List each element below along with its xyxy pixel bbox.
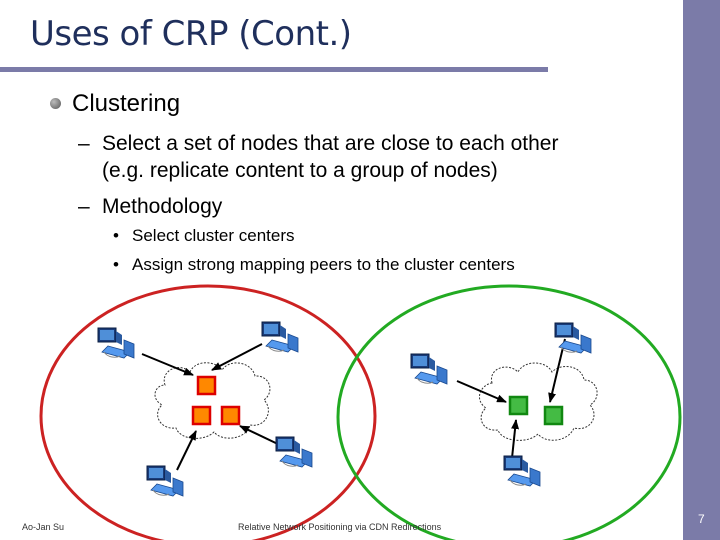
computer-icon <box>261 321 299 353</box>
arrow-peer-to-center <box>456 380 507 403</box>
footer-title: Relative Network Positioning via CDN Red… <box>238 522 442 532</box>
dash-marker: – <box>78 195 90 218</box>
subbullet-select-nodes-line1: Select a set of nodes that are close to … <box>102 132 559 155</box>
sidebar-bar <box>683 0 720 540</box>
computer-icon <box>275 436 313 468</box>
computer-icon <box>146 465 184 497</box>
subsub-select-centers: • Select cluster centers <box>113 226 295 246</box>
dot-marker: • <box>113 255 119 274</box>
computer-icon <box>97 327 135 359</box>
bullet-icon <box>50 98 61 109</box>
cluster-center-left-1 <box>196 375 217 396</box>
arrow-peer-to-center <box>176 430 197 471</box>
cluster-center-left-3 <box>220 405 241 426</box>
cluster-center-right-2 <box>543 405 564 426</box>
subbullet-methodology: –Methodology <box>78 193 222 220</box>
subsub-assign-peers-text: Assign strong mapping peers to the clust… <box>132 255 515 274</box>
arrow-peer-to-center <box>141 353 194 376</box>
subbullet-methodology-text: Methodology <box>102 195 223 218</box>
dash-marker: – <box>78 132 90 155</box>
computer-icon <box>554 322 592 354</box>
bullet-clustering: Clustering <box>72 90 181 117</box>
computer-icon <box>503 455 541 487</box>
slide-title: Uses of CRP (Cont.) <box>30 14 352 54</box>
slide-number: 7 <box>698 512 705 526</box>
cluster-center-left-2 <box>191 405 212 426</box>
subsub-select-centers-text: Select cluster centers <box>132 226 295 245</box>
dot-marker: • <box>113 226 119 245</box>
computer-icon <box>410 353 448 385</box>
arrow-peer-to-center <box>211 343 263 371</box>
cluster-center-right-1 <box>508 395 529 416</box>
subbullet-select-nodes-line2: (e.g. replicate content to a group of no… <box>102 159 498 182</box>
footer-author: Ao-Jan Su <box>22 522 65 532</box>
cluster-left-boundary <box>39 284 377 540</box>
cloud-right <box>478 362 598 441</box>
subbullet-select-nodes: –Select a set of nodes that are close to… <box>78 130 558 184</box>
cloud-left <box>154 362 271 439</box>
arrow-peer-to-center <box>511 419 520 459</box>
cluster-right-boundary <box>336 284 682 540</box>
subsub-assign-peers: • Assign strong mapping peers to the clus… <box>113 255 515 275</box>
title-underline <box>0 67 548 72</box>
arrow-peer-to-center <box>239 425 283 447</box>
